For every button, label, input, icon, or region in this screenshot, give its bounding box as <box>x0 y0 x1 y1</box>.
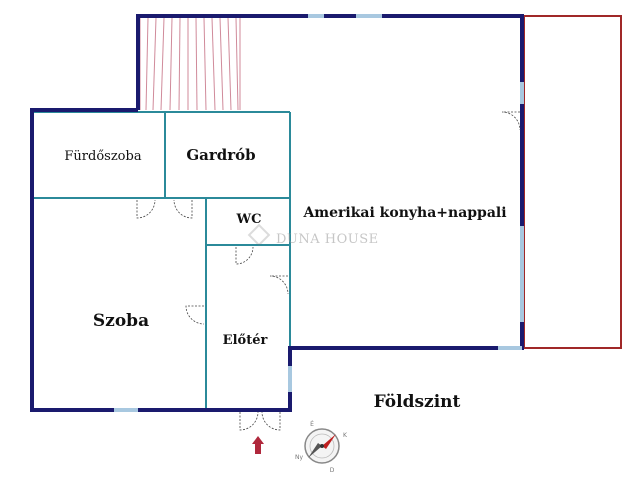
compass-letter-w: Ny <box>295 454 303 461</box>
room-label-bedroom: Szoba <box>93 311 149 331</box>
room-label-bathroom: Fürdőszoba <box>64 149 141 164</box>
compass-letter-e: K <box>343 432 348 439</box>
terrace-outline <box>523 15 622 349</box>
room-label-wardrobe: Gardrób <box>186 146 255 164</box>
compass-letter-n: É <box>310 420 314 428</box>
door-swings <box>136 111 521 431</box>
outer-walls <box>30 14 524 412</box>
watermark-text: DUNA HOUSE <box>276 232 379 247</box>
room-label-wc: WC <box>236 212 262 227</box>
room-label-living: Amerikai konyha+nappali <box>302 205 506 221</box>
windows <box>114 14 524 412</box>
floor-label: Földszint <box>374 392 461 412</box>
entrance-arrow <box>252 436 264 454</box>
compass-icon: É K D Ny <box>295 420 348 474</box>
staircase <box>139 17 241 111</box>
compass-letter-s: D <box>330 467 335 474</box>
room-label-hall: Előtér <box>223 333 268 348</box>
watermark-logo <box>247 223 271 247</box>
